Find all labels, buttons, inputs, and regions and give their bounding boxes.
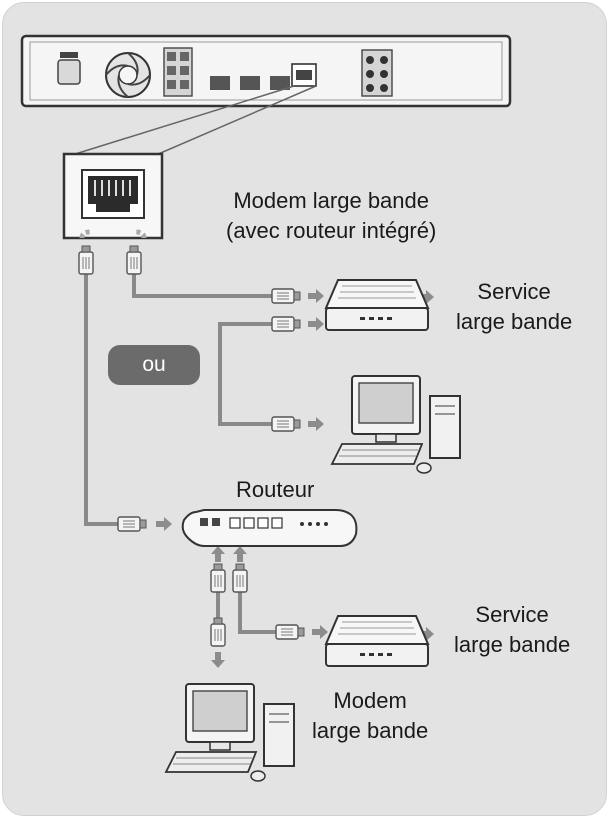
computer-icon-bottom <box>165 683 295 782</box>
lan-port-zoom <box>62 152 164 240</box>
network-cables <box>84 270 278 634</box>
label-service-top-line2: large bande <box>456 309 573 334</box>
cable-plugs <box>78 245 305 647</box>
label-modem-integrated-line1: Modem large bande <box>233 188 429 213</box>
label-modem-integrated: Modem large bande (avec routeur intégré) <box>226 186 436 246</box>
label-service-bottom: Service large bande <box>454 600 570 660</box>
label-service-bottom-line2: large bande <box>454 632 571 657</box>
label-modem-bottom-line2: large bande <box>312 718 429 743</box>
player-back-panel <box>20 34 512 108</box>
modem-router-icon <box>325 279 429 331</box>
modem-icon-bottom <box>325 615 429 667</box>
label-modem-bottom: Modem large bande <box>312 686 428 746</box>
label-modem-bottom-line1: Modem <box>333 688 407 713</box>
or-badge: ou <box>108 345 200 385</box>
computer-icon-top <box>331 375 461 474</box>
lan-port-callout <box>71 85 317 156</box>
label-modem-integrated-line2: (avec routeur intégré) <box>226 218 437 243</box>
label-service-top-line1: Service <box>477 279 551 304</box>
label-service-top: Service large bande <box>456 277 572 337</box>
router-icon <box>181 509 358 547</box>
label-router: Routeur <box>236 477 315 502</box>
label-service-bottom-line1: Service <box>475 602 549 627</box>
